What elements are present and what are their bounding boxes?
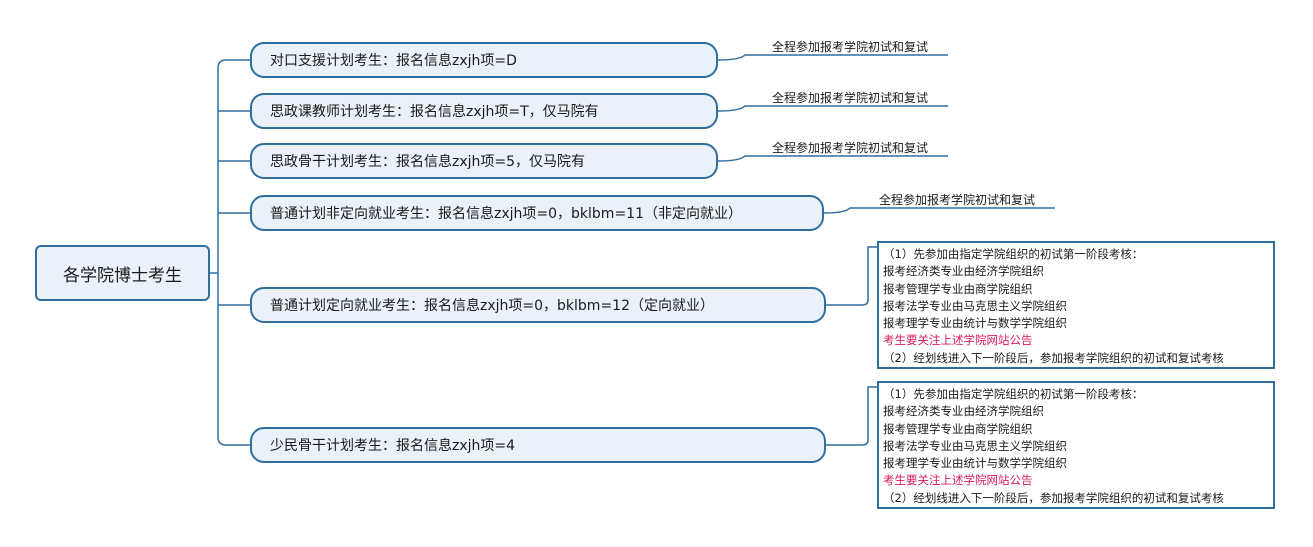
note-line: 报考理学专业由统计与数学学院组织	[883, 316, 1067, 331]
branch-label: 思政课教师计划考生：报名信息zxjh项=T，仅马院有	[270, 104, 599, 120]
note-line: （1）先参加由指定学院组织的初试第一阶段考核：	[883, 387, 1144, 401]
note-line: 报考法学专业由马克思主义学院组织	[883, 298, 1067, 313]
root-node[interactable]: 各学院博士考生	[35, 245, 210, 301]
branch-minority[interactable]: 少民骨干计划考生：报名信息zxjh项=4	[250, 427, 826, 463]
branch-duikou[interactable]: 对口支援计划考生：报名信息zxjh项=D	[250, 42, 718, 78]
branch-sizheng-backbone[interactable]: 思政骨干计划考生：报名信息zxjh项=5，仅马院有	[250, 143, 718, 179]
note-line: 报考管理学专业由商学院组织	[883, 281, 1033, 296]
note-line: （2）经划线进入下一阶段后，参加报考学院组织的初试和复试考核	[883, 350, 1224, 365]
note-line: 报考经济类专业由经济学院组织	[883, 404, 1044, 419]
note-line: 报考理学专业由统计与数学学院组织	[883, 456, 1067, 471]
note-highlight: 考生要关注上述学院网站公告	[883, 333, 1033, 348]
note-line: 报考管理学专业由商学院组织	[883, 421, 1033, 436]
root-label: 各学院博士考生	[63, 265, 182, 286]
note-line: （2）经划线进入下一阶段后，参加报考学院组织的初试和复试考核	[883, 490, 1224, 505]
note-line: 报考法学专业由马克思主义学院组织	[883, 438, 1067, 453]
leaf-duikou[interactable]: 全程参加报考学院初试和复试	[772, 40, 929, 54]
branch-sizheng-teacher[interactable]: 思政课教师计划考生：报名信息zxjh项=T，仅马院有	[250, 93, 718, 129]
branch-label: 对口支援计划考生：报名信息zxjh项=D	[270, 53, 517, 69]
branch-label: 普通计划定向就业考生：报名信息zxjh项=0，bklbm=12（定向就业）	[270, 298, 714, 314]
leaf-sizheng-teacher[interactable]: 全程参加报考学院初试和复试	[772, 91, 929, 105]
note-highlight: 考生要关注上述学院网站公告	[883, 473, 1033, 488]
note-directed[interactable]: （1）先参加由指定学院组织的初试第一阶段考核： 报考经济类专业由经济学院组织 报…	[877, 241, 1275, 369]
leaf-nondirected[interactable]: 全程参加报考学院初试和复试	[879, 193, 1036, 207]
leaf-sizheng-backbone[interactable]: 全程参加报考学院初试和复试	[772, 141, 929, 155]
branch-nondirected[interactable]: 普通计划非定向就业考生：报名信息zxjh项=0，bklbm=11（非定向就业）	[250, 195, 824, 231]
note-line: 报考经济类专业由经济学院组织	[883, 264, 1044, 279]
branch-directed[interactable]: 普通计划定向就业考生：报名信息zxjh项=0，bklbm=12（定向就业）	[250, 287, 826, 323]
note-minority[interactable]: （1）先参加由指定学院组织的初试第一阶段考核： 报考经济类专业由经济学院组织 报…	[877, 381, 1275, 509]
branch-label: 少民骨干计划考生：报名信息zxjh项=4	[270, 438, 516, 454]
note-line: （1）先参加由指定学院组织的初试第一阶段考核：	[883, 247, 1144, 261]
branch-label: 思政骨干计划考生：报名信息zxjh项=5，仅马院有	[270, 154, 586, 170]
branch-label: 普通计划非定向就业考生：报名信息zxjh项=0，bklbm=11（非定向就业）	[270, 206, 742, 222]
